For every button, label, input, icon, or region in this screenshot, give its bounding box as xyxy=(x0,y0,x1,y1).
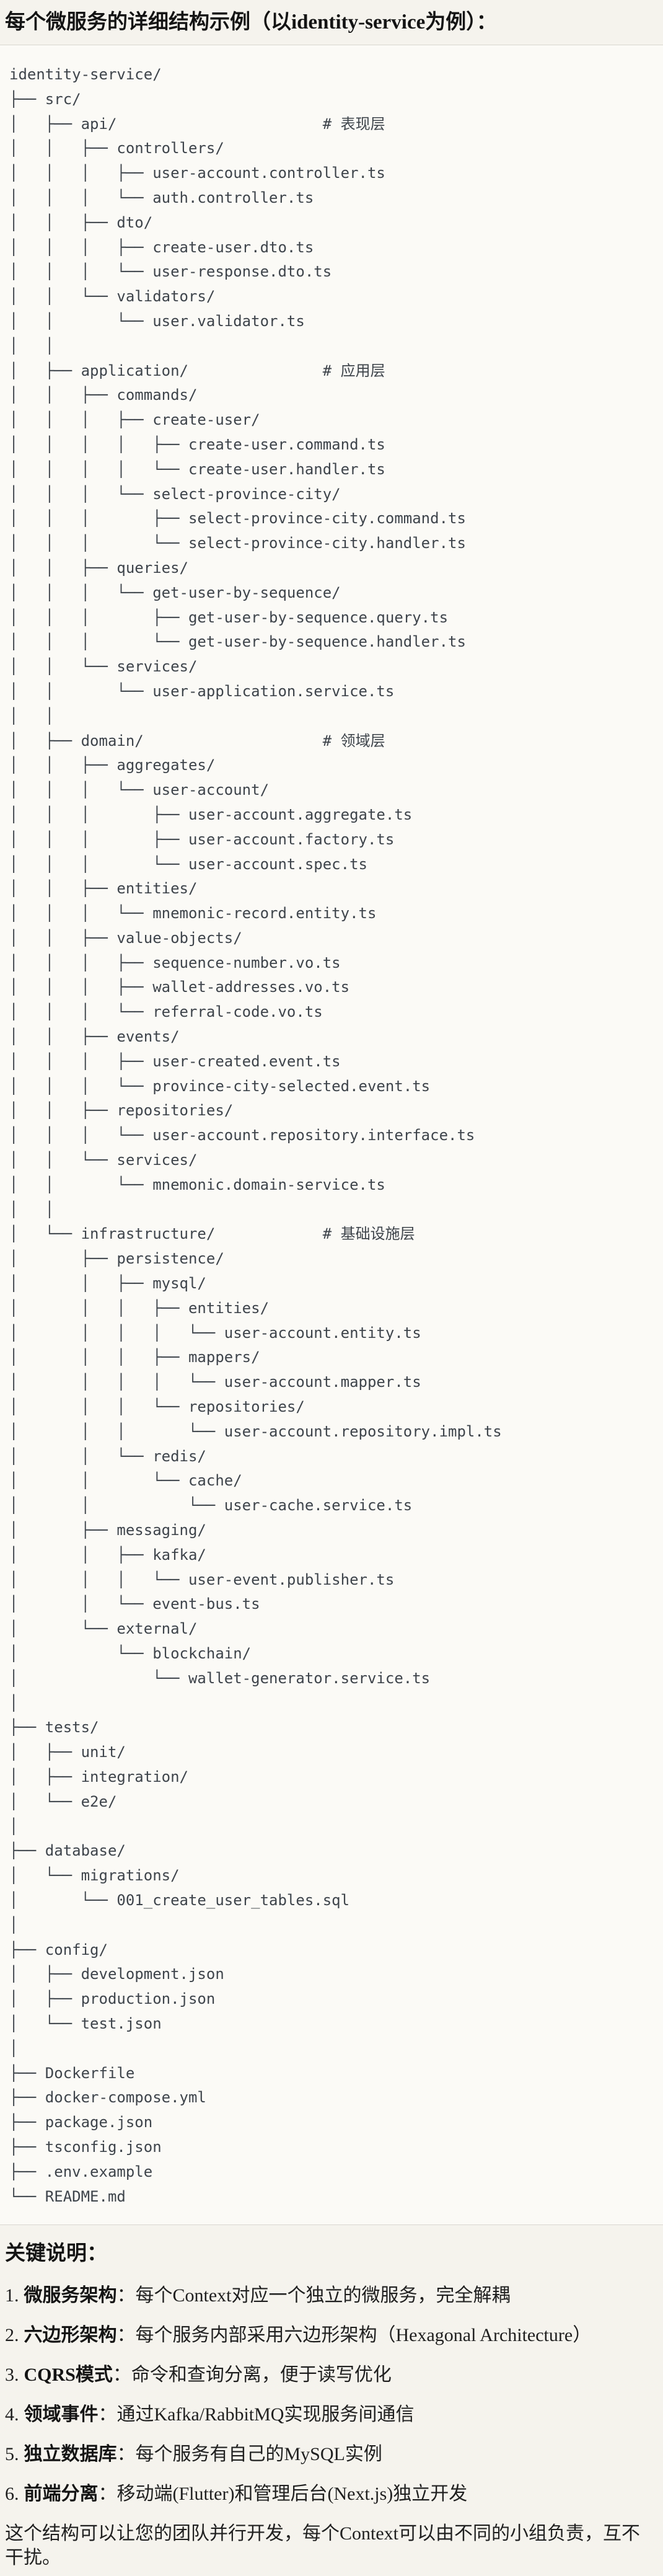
list-item: 3.CQRS模式：命令和查询分离，便于读写优化 xyxy=(5,2363,658,2387)
closing-paragraph: 这个结构可以让您的团队并行开发，每个Context可以由不同的小组负责，互不干扰… xyxy=(5,2523,640,2569)
key-notes-section: 关键说明： 1.微服务架构：每个Context对应一个独立的微服务，完全解耦 2… xyxy=(0,2241,663,2576)
key-notes-heading: 关键说明： xyxy=(5,2242,107,2265)
list-item-number: 5. xyxy=(5,2444,19,2465)
list-item-number: 4. xyxy=(5,2404,19,2425)
list-item-text: 移动端(Flutter)和管理后台(Next.js)独立开发 xyxy=(116,2484,468,2505)
list-item-term: 独立数据库 xyxy=(24,2444,117,2465)
key-notes-list: 1.微服务架构：每个Context对应一个独立的微服务，完全解耦 2.六边形架构… xyxy=(5,2283,658,2506)
list-item-number: 2. xyxy=(5,2325,19,2346)
list-item-term: 六边形架构 xyxy=(24,2325,117,2346)
page-title: 每个微服务的详细结构示例（以identity-service为例）： xyxy=(5,11,497,33)
list-item-number: 3. xyxy=(5,2365,19,2386)
list-item-number: 6. xyxy=(5,2484,19,2505)
list-item-text: 每个Context对应一个独立的微服务，完全解耦 xyxy=(135,2285,511,2306)
list-item-term: 微服务架构 xyxy=(24,2285,117,2306)
list-item: 1.微服务架构：每个Context对应一个独立的微服务，完全解耦 xyxy=(5,2283,658,2308)
list-item-term: 领域事件 xyxy=(24,2404,99,2425)
list-item-text: 每个服务内部采用六边形架构（Hexagonal Architecture） xyxy=(135,2325,592,2346)
list-item-term: 前端分离 xyxy=(24,2484,99,2505)
list-item: 4.领域事件：通过Kafka/RabbitMQ实现服务间通信 xyxy=(5,2402,658,2427)
list-item-separator: ： xyxy=(116,2444,136,2465)
list-item-number: 1. xyxy=(5,2285,19,2306)
list-item-separator: ： xyxy=(116,2285,136,2306)
list-item-separator: ： xyxy=(112,2365,131,2386)
list-item: 5.独立数据库：每个服务有自己的MySQL实例 xyxy=(5,2442,658,2466)
list-item-separator: ： xyxy=(116,2325,136,2346)
directory-tree: identity-service/ ├── src/ │ ├── api/ # … xyxy=(9,66,502,2205)
list-item: 2.六边形架构：每个服务内部采用六边形架构（Hexagonal Architec… xyxy=(5,2323,658,2347)
document-header: 每个微服务的详细结构示例（以identity-service为例）： xyxy=(0,0,663,45)
list-item-text: 每个服务有自己的MySQL实例 xyxy=(135,2444,382,2465)
code-block: identity-service/ ├── src/ │ ├── api/ # … xyxy=(0,45,663,2226)
list-item-text: 通过Kafka/RabbitMQ实现服务间通信 xyxy=(116,2404,415,2425)
list-item-separator: ： xyxy=(98,2404,117,2425)
list-item-separator: ： xyxy=(98,2484,117,2505)
list-item-term: CQRS模式 xyxy=(24,2365,113,2386)
list-item-text: 命令和查询分离，便于读写优化 xyxy=(131,2365,392,2386)
list-item: 6.前端分离：移动端(Flutter)和管理后台(Next.js)独立开发 xyxy=(5,2482,658,2506)
